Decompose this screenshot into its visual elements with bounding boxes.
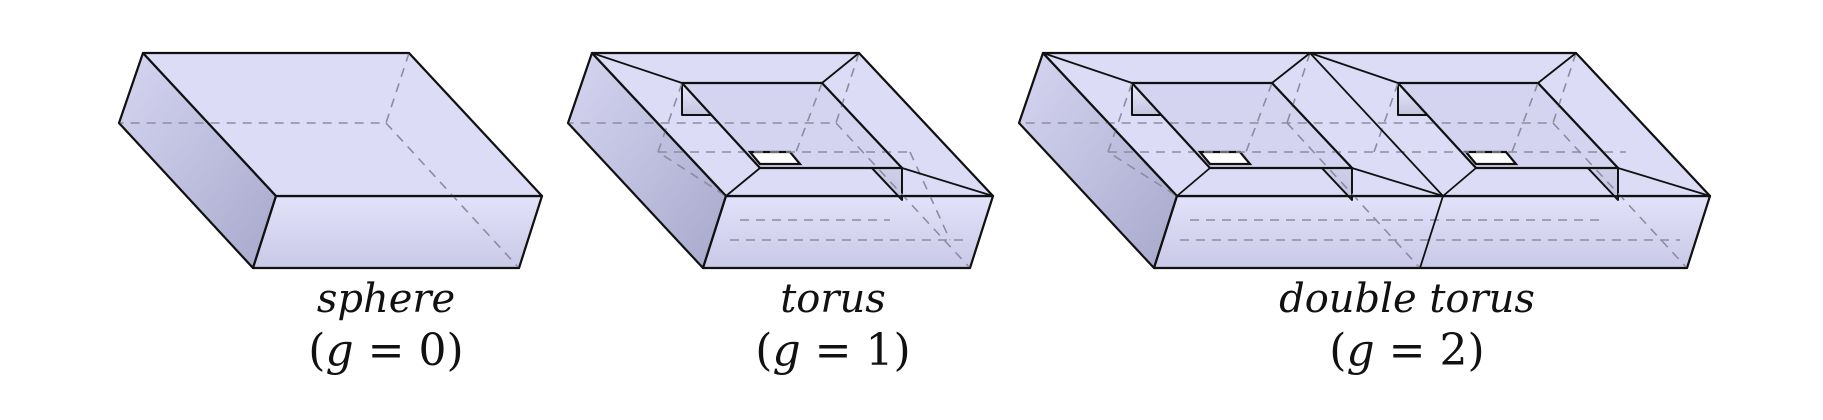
torus-front-face — [701, 194, 995, 270]
double-torus-hole-1 — [1197, 150, 1253, 166]
torus-shape — [566, 51, 995, 270]
torus-edges — [566, 52, 995, 269]
double-torus-genus-value: 2 — [1439, 325, 1468, 376]
torus-genus-value: 1 — [865, 325, 894, 376]
genus-symbol: g — [1346, 325, 1375, 376]
double-torus-shape — [1017, 51, 1712, 270]
equals-sign: = — [814, 325, 852, 376]
sphere-genus-value: 0 — [418, 325, 447, 376]
double-torus-hole-2 — [1463, 150, 1519, 166]
equals-sign: = — [1388, 325, 1426, 376]
genus-symbol: g — [325, 325, 354, 376]
double-torus-genus-label: (g = 2) — [1329, 325, 1485, 376]
sphere-edges — [117, 52, 544, 269]
sphere-caption: sphere (g = 0) — [308, 276, 463, 377]
sphere-genus-label: (g = 0) — [308, 325, 464, 376]
sphere-shape — [117, 51, 544, 270]
double-torus-label: double torus — [1279, 276, 1535, 322]
torus-hole — [747, 150, 803, 166]
sphere-front-face — [251, 194, 544, 270]
torus-label: torus — [780, 276, 886, 322]
double-torus-caption: double torus (g = 2) — [1279, 276, 1535, 377]
double-torus-edges — [1017, 52, 1712, 269]
genus-symbol: g — [772, 325, 801, 376]
sphere-label: sphere — [316, 276, 456, 322]
equals-sign: = — [367, 325, 405, 376]
torus-genus-label: (g = 1) — [755, 325, 911, 376]
torus-caption: torus (g = 1) — [755, 276, 910, 377]
